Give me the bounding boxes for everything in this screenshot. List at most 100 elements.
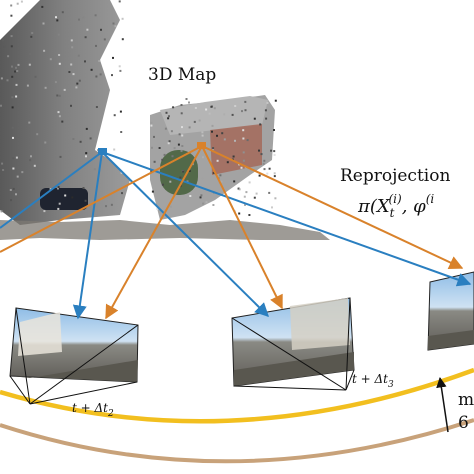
map-speckle	[45, 87, 47, 89]
map-speckle	[221, 132, 223, 134]
map-speckle	[232, 114, 234, 116]
map-speckle	[186, 98, 188, 100]
point-cloud-map	[0, 0, 330, 240]
map-speckle	[71, 39, 73, 41]
map-speckle	[15, 67, 17, 69]
map-speckle	[80, 141, 82, 143]
map-speckle	[189, 195, 191, 197]
map-speckle	[58, 54, 60, 56]
map-speckle	[259, 123, 261, 125]
map-speckle	[100, 73, 102, 75]
map-speckle	[112, 57, 114, 59]
map-speckle	[200, 194, 202, 196]
map-speckle	[217, 160, 219, 162]
edge-arrow	[440, 378, 448, 432]
map-speckle	[151, 147, 153, 149]
map-speckle	[238, 213, 240, 215]
camera-frame-2	[232, 298, 354, 390]
map-speckle	[122, 18, 124, 20]
map-speckle	[169, 181, 171, 183]
map-speckle	[164, 154, 166, 156]
map-speckle	[266, 173, 268, 175]
map-speckle	[242, 129, 244, 131]
map-speckle	[247, 139, 249, 141]
map-speckle	[68, 71, 70, 73]
map-speckle	[75, 86, 77, 88]
map-speckle	[212, 125, 214, 127]
map-speckle	[169, 140, 171, 142]
map-speckle	[243, 160, 245, 162]
map-speckle	[35, 76, 37, 78]
map-speckle	[15, 193, 17, 195]
map-speckle	[214, 107, 216, 109]
map-speckle	[113, 149, 115, 151]
map-title: 3D Map	[148, 65, 216, 85]
map-speckle	[244, 196, 246, 198]
map-speckle	[30, 155, 32, 157]
map-speckle	[202, 156, 204, 158]
map-speckle	[154, 161, 156, 163]
map-speckle	[212, 204, 214, 206]
map-speckle	[181, 104, 183, 106]
map-speckle	[29, 159, 31, 161]
map-speckle	[60, 156, 62, 158]
map-speckle	[79, 80, 81, 82]
map-speckle	[30, 36, 32, 38]
map-speckle	[111, 204, 113, 206]
map-speckle	[34, 165, 36, 167]
map-speckle	[202, 203, 204, 205]
map-speckle	[96, 106, 98, 108]
map-speckle	[254, 118, 256, 120]
map-speckle	[171, 130, 173, 132]
map-speckle	[91, 69, 93, 71]
map-speckle	[274, 175, 276, 177]
map-speckle	[17, 3, 19, 5]
map-speckle	[161, 159, 163, 161]
map-speckle	[275, 100, 277, 102]
map-speckle	[115, 25, 117, 27]
map-speckle	[16, 70, 18, 72]
map-speckle	[201, 131, 203, 133]
map-speckle	[119, 0, 121, 2]
map-speckle	[12, 168, 14, 170]
map-speckle	[21, 1, 23, 3]
map-speckle	[270, 150, 272, 152]
map-speckle	[179, 133, 181, 135]
map-speckle	[181, 150, 183, 152]
map-speckle	[243, 151, 245, 153]
map-speckle	[58, 186, 60, 188]
map-speckle	[210, 106, 212, 108]
map-speckle	[90, 137, 92, 139]
map-speckle	[245, 109, 247, 111]
map-speckle	[43, 210, 45, 212]
reprojection-formula: π(Xt(i), φ(i	[357, 192, 434, 220]
map-speckle	[16, 84, 18, 86]
map-speckle	[114, 114, 116, 116]
map-speckle	[258, 150, 260, 152]
map-speckle	[21, 171, 23, 173]
map-speckle	[234, 140, 236, 142]
map-speckle	[159, 147, 161, 149]
map-speckle	[254, 197, 256, 199]
map-speckle	[265, 118, 267, 120]
map-speckle	[29, 53, 31, 55]
map-speckle	[172, 155, 174, 157]
map-speckle	[86, 29, 88, 31]
map-speckle	[168, 142, 170, 144]
map-speckle	[84, 60, 86, 62]
map-speckle	[12, 157, 14, 159]
map-speckle	[274, 197, 276, 199]
map-speckle	[12, 106, 14, 108]
reprojection-label: Reprojection	[340, 166, 450, 186]
map-speckle	[95, 14, 97, 16]
map-speckle	[71, 196, 73, 198]
map-speckle	[71, 46, 73, 48]
map-speckle	[56, 95, 58, 97]
formula-subscript: t	[390, 206, 395, 220]
map-speckle	[100, 29, 102, 31]
map-speckle	[82, 17, 84, 19]
map-speckle	[78, 19, 80, 21]
blue-source-point	[98, 148, 107, 155]
